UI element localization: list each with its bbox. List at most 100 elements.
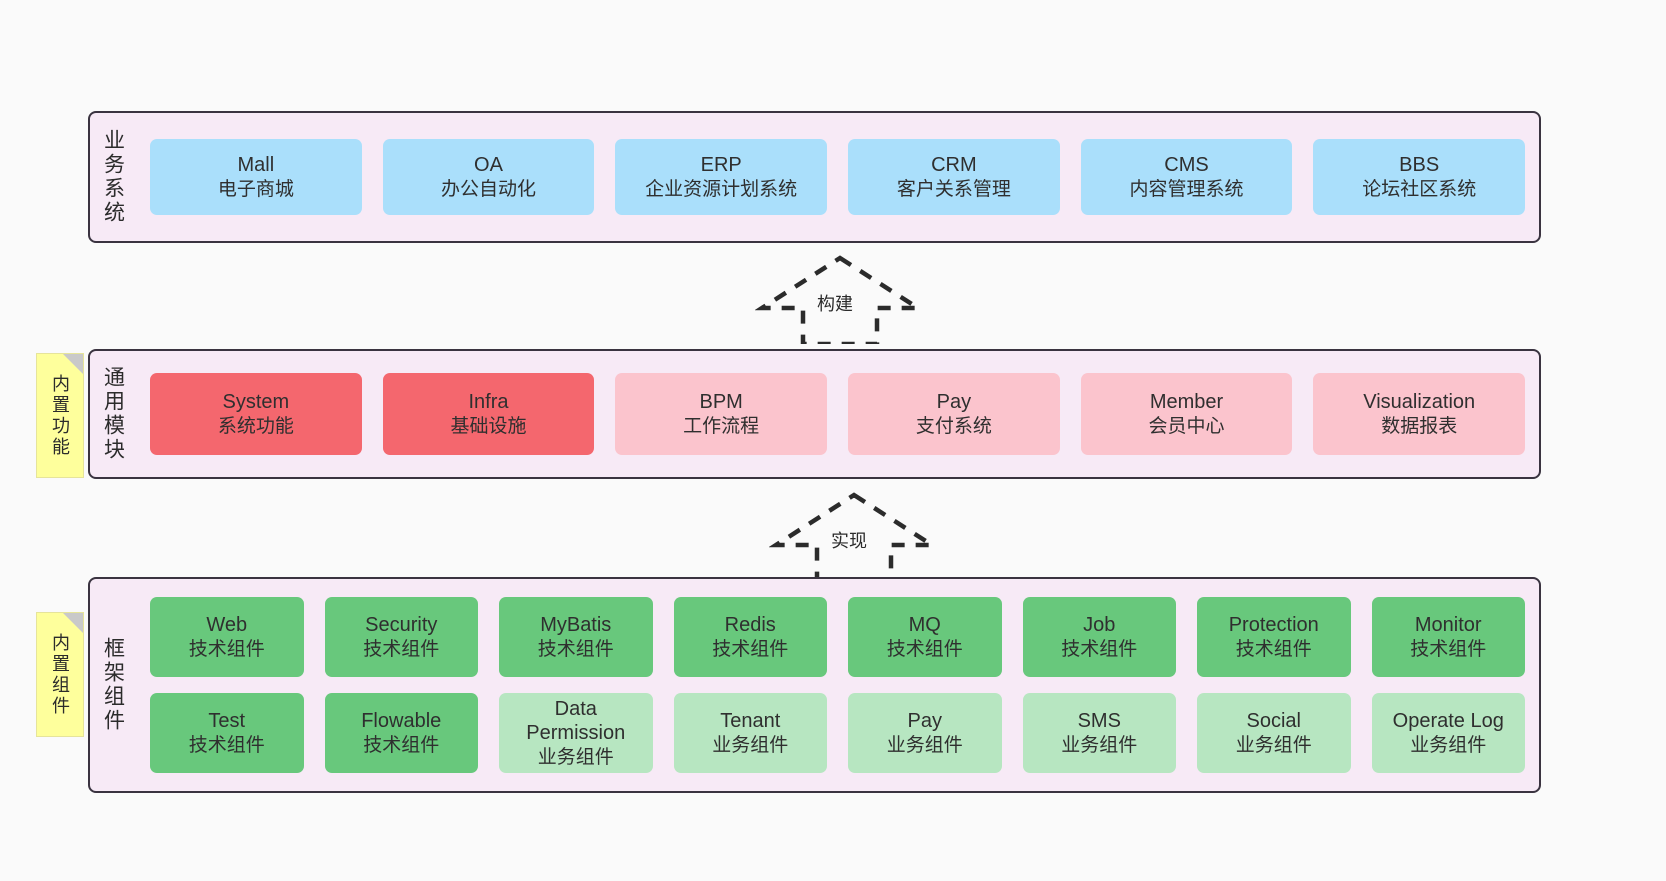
card-tenant[interactable]: Tenant 业务组件: [673, 693, 827, 773]
card-mall[interactable]: Mall 电子商城: [150, 139, 362, 215]
card-member[interactable]: Member 会员中心: [1080, 373, 1293, 455]
card-title-cn: 业务组件: [886, 734, 963, 756]
card-job[interactable]: Job 技术组件: [1022, 597, 1176, 677]
card-title-cn: 技术组件: [188, 734, 265, 756]
card-title-cn: 技术组件: [1235, 638, 1312, 660]
card-mq[interactable]: MQ 技术组件: [848, 597, 1002, 677]
card-flowable[interactable]: Flowable 技术组件: [324, 693, 478, 773]
layer-common-modules: 通用模块 System 系统功能 Infra 基础设施 BPM 工作流程 Pay…: [88, 349, 1541, 479]
sticky-note-builtin-components: 内置组件: [36, 612, 84, 737]
card-mybatis[interactable]: MyBatis 技术组件: [499, 597, 653, 677]
card-bbs[interactable]: BBS 论坛社区系统: [1313, 139, 1526, 215]
card-social[interactable]: Social 业务组件: [1197, 693, 1351, 773]
card-system[interactable]: System 系统功能: [150, 373, 362, 455]
dashed-hollow-arrow-up-icon: [769, 492, 939, 581]
card-data-permission[interactable]: Data Permission 业务组件: [499, 693, 653, 773]
card-security[interactable]: Security 技术组件: [324, 597, 478, 677]
card-pay-component[interactable]: Pay 业务组件: [848, 693, 1002, 773]
arrow-label-build: 构建: [817, 294, 853, 314]
card-title-en: Test: [208, 710, 246, 733]
card-test[interactable]: Test 技术组件: [150, 693, 304, 773]
card-infra[interactable]: Infra 基础设施: [382, 373, 595, 455]
card-crm[interactable]: CRM 客户关系管理: [848, 139, 1060, 215]
card-title-en: System: [222, 391, 290, 414]
card-title-en: ERP: [700, 154, 742, 177]
dashed-hollow-arrow-up-icon: [755, 255, 925, 344]
card-title-cn: 内容管理系统: [1129, 178, 1244, 200]
layer-title-common-modules: 通用模块: [101, 366, 125, 462]
card-title-en: Protection: [1228, 614, 1319, 637]
card-title-en: MyBatis: [540, 614, 612, 637]
card-title-cn: 技术组件: [188, 638, 265, 660]
card-title-cn: 工作流程: [683, 415, 760, 437]
card-title-cn: 技术组件: [363, 638, 440, 660]
card-title-en: OA: [474, 154, 503, 177]
card-title-cn: 技术组件: [1061, 638, 1138, 660]
card-monitor[interactable]: Monitor 技术组件: [1371, 597, 1525, 677]
card-title-cn: 业务组件: [1061, 734, 1138, 756]
card-redis[interactable]: Redis 技术组件: [673, 597, 827, 677]
sticky-note-builtin-features: 内置功能: [36, 353, 84, 478]
card-title-cn: 业务组件: [712, 734, 789, 756]
card-row: System 系统功能 Infra 基础设施 BPM 工作流程 Pay 支付系统…: [150, 373, 1526, 455]
card-title-cn: 业务组件: [537, 746, 614, 768]
card-title-en: Pay: [907, 710, 942, 733]
layer-body-business-systems: Mall 电子商城 OA 办公自动化 ERP 企业资源计划系统 CRM 客户关系…: [136, 113, 1539, 241]
card-title-en: SMS: [1077, 710, 1121, 733]
layer-framework-components: 框架组件 Web 技术组件 Security 技术组件 MyBatis 技术组件…: [88, 577, 1541, 793]
card-title-en: Mall: [237, 154, 275, 177]
card-title-en: CMS: [1164, 154, 1209, 177]
card-title-en: Job: [1083, 614, 1116, 637]
card-title-cn: 办公自动化: [441, 178, 537, 200]
card-title-cn: 技术组件: [537, 638, 614, 660]
card-title-cn: 业务组件: [1235, 734, 1312, 756]
card-erp[interactable]: ERP 企业资源计划系统: [615, 139, 828, 215]
card-oa[interactable]: OA 办公自动化: [382, 139, 595, 215]
card-operate-log[interactable]: Operate Log 业务组件: [1371, 693, 1525, 773]
card-title-en: Pay: [936, 391, 972, 414]
layer-title-business-systems: 业务系统: [101, 129, 125, 225]
card-title-cn: 技术组件: [363, 734, 440, 756]
arrow-build: 构建: [755, 252, 925, 344]
card-row: Mall 电子商城 OA 办公自动化 ERP 企业资源计划系统 CRM 客户关系…: [150, 139, 1526, 215]
card-title-en: Data Permission: [526, 698, 626, 745]
card-title-en: Flowable: [361, 710, 442, 733]
card-visualization[interactable]: Visualization 数据报表: [1313, 373, 1526, 455]
card-title-cn: 企业资源计划系统: [645, 178, 798, 200]
card-title-cn: 技术组件: [712, 638, 789, 660]
card-title-cn: 论坛社区系统: [1362, 178, 1477, 200]
card-title-cn: 客户关系管理: [896, 178, 1011, 200]
arrow-implement: 实现: [769, 489, 939, 581]
card-title-en: Security: [365, 614, 438, 637]
card-title-en: CRM: [931, 154, 977, 177]
card-title-en: Social: [1246, 710, 1301, 733]
card-title-cn: 数据报表: [1381, 415, 1458, 437]
card-title-en: Infra: [468, 391, 509, 414]
card-title-en: BBS: [1399, 154, 1440, 177]
arrow-label-implement: 实现: [831, 531, 867, 551]
card-title-cn: 技术组件: [1410, 638, 1487, 660]
card-sms[interactable]: SMS 业务组件: [1022, 693, 1176, 773]
card-title-en: Web: [206, 614, 248, 637]
card-web[interactable]: Web 技术组件: [150, 597, 304, 677]
card-title-cn: 系统功能: [217, 415, 294, 437]
card-title-cn: 业务组件: [1410, 734, 1487, 756]
card-title-en: Operate Log: [1392, 710, 1504, 733]
card-title-en: MQ: [908, 614, 941, 637]
card-row: Web 技术组件 Security 技术组件 MyBatis 技术组件 Redi…: [150, 597, 1525, 677]
card-bpm[interactable]: BPM 工作流程: [615, 373, 828, 455]
card-row: Test 技术组件 Flowable 技术组件 Data Permission …: [150, 693, 1525, 773]
card-title-en: Member: [1149, 391, 1224, 414]
card-title-en: Redis: [724, 614, 776, 637]
card-title-cn: 基础设施: [450, 415, 527, 437]
card-title-en: BPM: [699, 391, 743, 414]
card-pay-module[interactable]: Pay 支付系统: [848, 373, 1060, 455]
card-title-cn: 技术组件: [886, 638, 963, 660]
layer-business-systems: 业务系统 Mall 电子商城 OA 办公自动化 ERP 企业资源计划系统 CRM…: [88, 111, 1541, 243]
card-title-en: Tenant: [720, 710, 781, 733]
card-cms[interactable]: CMS 内容管理系统: [1080, 139, 1293, 215]
card-title-cn: 电子商城: [217, 178, 294, 200]
card-protection[interactable]: Protection 技术组件: [1197, 597, 1351, 677]
layer-title-framework-components: 框架组件: [101, 637, 125, 733]
